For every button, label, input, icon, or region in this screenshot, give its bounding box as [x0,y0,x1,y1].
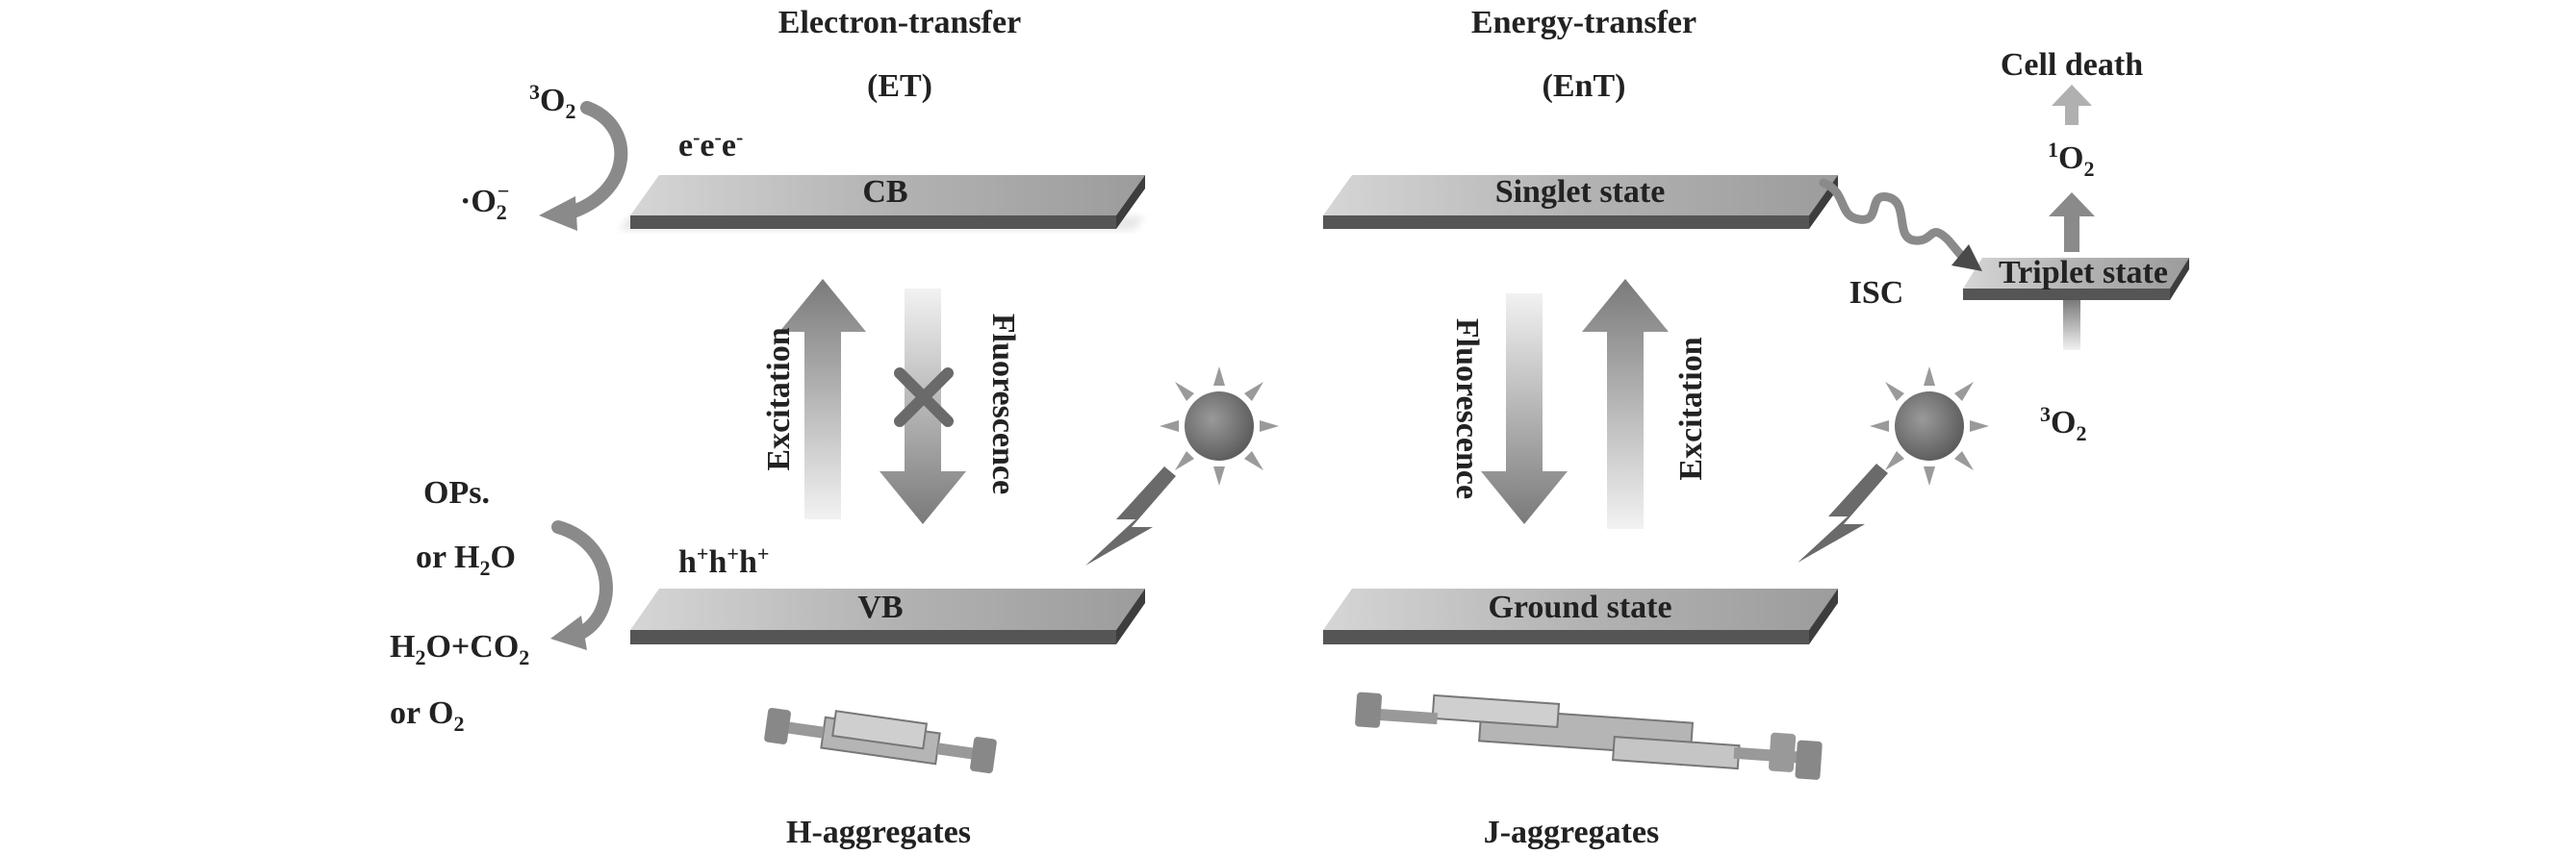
ops-line1: OPs. [423,475,490,511]
singlet-oxygen-to-death-arrow [2052,85,2092,125]
sun-icon [1870,366,1989,486]
singlet-state-band [1323,175,1838,229]
triplet-oxygen-label: 3O2 [2040,402,2086,445]
et-excitation-label: Excitation [761,327,797,470]
ops-line2: or H2O [416,540,516,580]
h-aggregate-molecule [764,707,997,774]
et-title-line2: (ET) [867,68,932,104]
singlet-oxygen-label: 1O2 [2048,138,2094,181]
et-title-line1: Electron-transfer [778,5,1021,40]
h-aggregates-label: H-aggregates [786,815,971,850]
vb-label: VB [857,590,903,625]
cross-icon [894,367,954,427]
lightning-icon [1798,464,1888,563]
j-aggregate-molecule [1355,692,1823,780]
oxygen-label: 3O2 [529,80,575,123]
curved-arrow-icon [550,520,613,650]
ground-state-label: Ground state [1488,590,1671,625]
oxygen-to-triplet-arrow [2063,300,2080,350]
ent-excitation-label: Excitation [1673,337,1709,480]
ent-title-line2: (EnT) [1543,68,1626,104]
ent-fluorescence-arrow [1481,293,1568,524]
holes-label: h+h+h+ [678,541,769,580]
wave-arrow-icon [1819,178,1982,271]
cell-death-label: Cell death [2001,47,2143,83]
electrons-label: e-e-e- [678,125,743,164]
sun-icon [1160,366,1279,486]
ent-fluorescence-label: Fluorescence [1449,318,1485,499]
et-excitation-arrow [779,279,866,519]
et-fluorescence-label: Fluorescence [985,314,1021,494]
ground-state-band [1323,589,1838,644]
lightning-icon [1085,466,1176,566]
isc-label: ISC [1849,275,1904,311]
triplet-to-singlet-oxygen-arrow [2049,192,2095,252]
products-line1: H2O+CO2 [390,629,529,669]
triplet-state-label: Triplet state [1999,255,2168,290]
et-fluorescence-arrow [880,289,966,524]
ent-title-line1: Energy-transfer [1471,5,1696,40]
products-line2: or O2 [390,695,464,736]
cb-label: CB [862,174,907,210]
curved-arrow-icon [539,101,628,231]
cb-band [619,175,1145,230]
j-aggregates-label: J-aggregates [1484,815,1660,850]
ent-excitation-arrow [1582,279,1669,529]
singlet-state-label: Singlet state [1495,174,1666,210]
superoxide-label: ·O2− [460,179,509,224]
vb-band [630,589,1145,644]
triplet-state-band [1963,258,2189,300]
